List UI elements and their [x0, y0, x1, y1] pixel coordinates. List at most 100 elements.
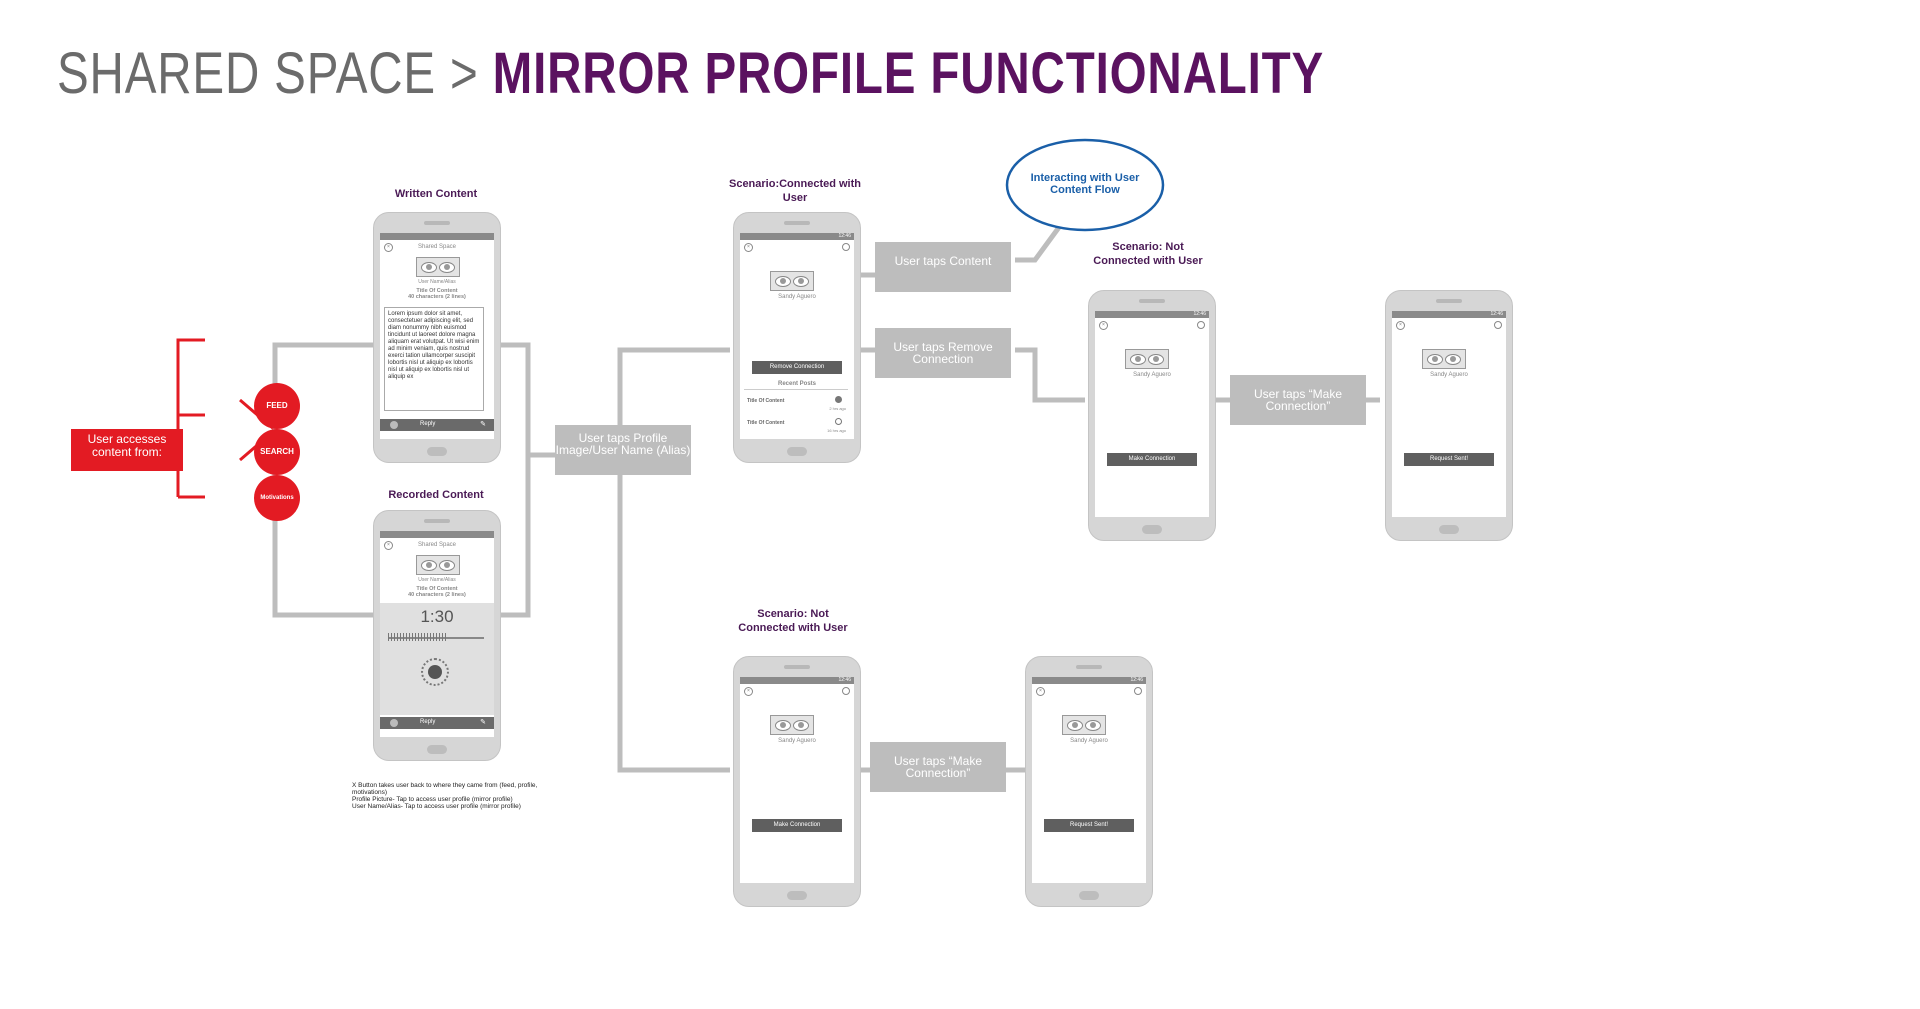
content-title-limit: 40 characters (2 lines) — [408, 592, 466, 598]
reply-bar[interactable]: Reply ✎ — [380, 419, 494, 431]
page-title: SHARED SPACE > MIRROR PROFILE FUNCTIONAL… — [57, 40, 1324, 107]
pencil-icon[interactable]: ✎ — [480, 421, 486, 428]
make-connection-button[interactable]: Make Connection — [1107, 453, 1197, 466]
options-icon[interactable] — [1197, 321, 1205, 329]
breadcrumb-shared-space: SHARED SPACE — [57, 41, 436, 106]
caption-scenario-not-connected-bottom: Scenario: Not Connected with User — [738, 608, 848, 634]
source-motivations-node[interactable]: Motivations — [254, 475, 300, 521]
post-age-1: 2 hrs ago — [829, 406, 846, 411]
status-bar: 12:46 — [1095, 311, 1209, 318]
screen-not-connected-top: 12:46 × Sandy Aguero Make Connection — [1095, 311, 1209, 517]
options-icon[interactable] — [842, 243, 850, 251]
request-sent-button: Request Sent! — [1404, 453, 1494, 466]
post-title-2[interactable]: Title Of Content — [747, 420, 785, 426]
screen-request-sent-bottom: 12:46 × Sandy Aguero Request Sent! — [1032, 677, 1146, 883]
reply-bar[interactable]: Reply ✎ — [380, 717, 494, 729]
home-button — [1079, 891, 1099, 900]
phone-speaker — [784, 665, 810, 669]
step-tap-content: User taps Content — [875, 242, 1011, 292]
recording-timer: 1:30 — [420, 607, 454, 626]
profile-image-icon — [770, 271, 814, 291]
options-icon[interactable] — [842, 687, 850, 695]
status-bar: 12:46 — [1032, 677, 1146, 684]
phone-speaker — [1436, 299, 1462, 303]
close-icon[interactable]: × — [384, 541, 393, 550]
close-icon[interactable]: × — [744, 243, 753, 252]
breadcrumb-current: MIRROR PROFILE FUNCTIONALITY — [492, 41, 1325, 106]
content-title: Title Of Content — [416, 288, 458, 294]
note-profile-picture: Profile Picture- Tap to access user prof… — [352, 796, 513, 803]
red-connector-feed — [176, 338, 205, 367]
close-icon[interactable]: × — [744, 687, 753, 696]
caption-written-content: Written Content — [394, 188, 478, 200]
options-icon[interactable] — [1134, 687, 1142, 695]
breadcrumb-separator: > — [450, 41, 479, 106]
status-bar: 12:46 — [740, 233, 854, 240]
screen-not-connected-bottom: 12:46 × Sandy Aguero Make Connection — [740, 677, 854, 883]
phone-speaker — [424, 519, 450, 523]
close-icon[interactable]: × — [1036, 687, 1045, 696]
phone-request-sent-top: 12:46 × Sandy Aguero Request Sent! — [1385, 290, 1513, 541]
post-title-1[interactable]: Title Of Content — [747, 398, 785, 404]
content-title-limit: 40 characters (2 lines) — [408, 294, 466, 300]
avatar-icon — [390, 421, 398, 429]
avatar-icon — [390, 719, 398, 727]
pending-icon — [835, 418, 842, 425]
screen-connected-profile: 12:46 × Sandy Aguero Remove Connection R… — [740, 233, 854, 439]
home-button — [427, 447, 447, 456]
request-sent-button: Request Sent! — [1044, 819, 1134, 832]
home-button — [427, 745, 447, 754]
phone-speaker — [424, 221, 450, 225]
home-button — [1142, 525, 1162, 534]
phone-connected-profile: 12:46 × Sandy Aguero Remove Connection R… — [733, 212, 861, 463]
step-tap-remove-connection: User taps Remove Connection — [875, 328, 1011, 378]
recent-posts-heading: Recent Posts — [777, 381, 816, 387]
remove-connection-button[interactable]: Remove Connection — [752, 361, 842, 374]
phone-recorded-content: × Shared Space User Name/Alias Title Of … — [373, 510, 501, 761]
record-button[interactable] — [421, 658, 449, 686]
profile-name: Sandy Aguero — [1430, 372, 1468, 378]
close-icon[interactable]: × — [1396, 321, 1405, 330]
close-icon[interactable]: × — [1099, 321, 1108, 330]
profile-name: Sandy Aguero — [1070, 738, 1108, 744]
phone-speaker — [1076, 665, 1102, 669]
source-search-label: SEARCH — [260, 447, 294, 456]
waveform — [388, 633, 448, 641]
step-tap-profile: User taps Profile Image/User Name (Alias… — [555, 425, 691, 475]
phone-speaker — [1139, 299, 1165, 303]
close-icon[interactable]: × — [384, 243, 393, 252]
options-icon[interactable] — [1494, 321, 1502, 329]
home-button — [787, 447, 807, 456]
profile-image-icon[interactable] — [416, 257, 460, 277]
status-bar — [380, 233, 494, 240]
caption-scenario-not-connected-top: Scenario: Not Connected with User — [1093, 241, 1203, 267]
source-motivations-label: Motivations — [260, 495, 294, 501]
source-feed-node[interactable]: FEED — [254, 383, 300, 429]
profile-name: Sandy Aguero — [1133, 372, 1171, 378]
make-connection-button[interactable]: Make Connection — [752, 819, 842, 832]
reply-label: Reply — [420, 421, 436, 427]
post-age-2: 16 hrs ago — [827, 428, 846, 433]
profile-image-icon — [770, 715, 814, 735]
pencil-icon[interactable]: ✎ — [480, 719, 486, 726]
user-alias[interactable]: User Name/Alias — [418, 279, 456, 285]
screen-written-content: × Shared Space User Name/Alias Title Of … — [380, 233, 494, 439]
step-tap-make-connection-top: User taps “Make Connection” — [1230, 375, 1366, 425]
home-button — [787, 891, 807, 900]
screen-title: Shared Space — [417, 542, 457, 548]
profile-image-icon[interactable] — [416, 555, 460, 575]
bubble-interacting-flow[interactable]: Interacting with User Content Flow — [1030, 172, 1140, 196]
reply-label: Reply — [420, 719, 436, 725]
status-bar — [380, 531, 494, 538]
content-title: Title Of Content — [416, 586, 458, 592]
start-box: User accesses content from: — [71, 429, 183, 471]
source-search-node[interactable]: SEARCH — [254, 429, 300, 475]
user-alias[interactable]: User Name/Alias — [418, 577, 456, 583]
usage-notes: X Button takes user back to where they c… — [352, 782, 552, 810]
step-tap-make-connection-bottom: User taps “Make Connection” — [870, 742, 1006, 792]
profile-image-icon — [1125, 349, 1169, 369]
phone-not-connected-top: 12:46 × Sandy Aguero Make Connection — [1088, 290, 1216, 541]
phone-written-content: × Shared Space User Name/Alias Title Of … — [373, 212, 501, 463]
connector-to-not-connected — [617, 455, 730, 773]
